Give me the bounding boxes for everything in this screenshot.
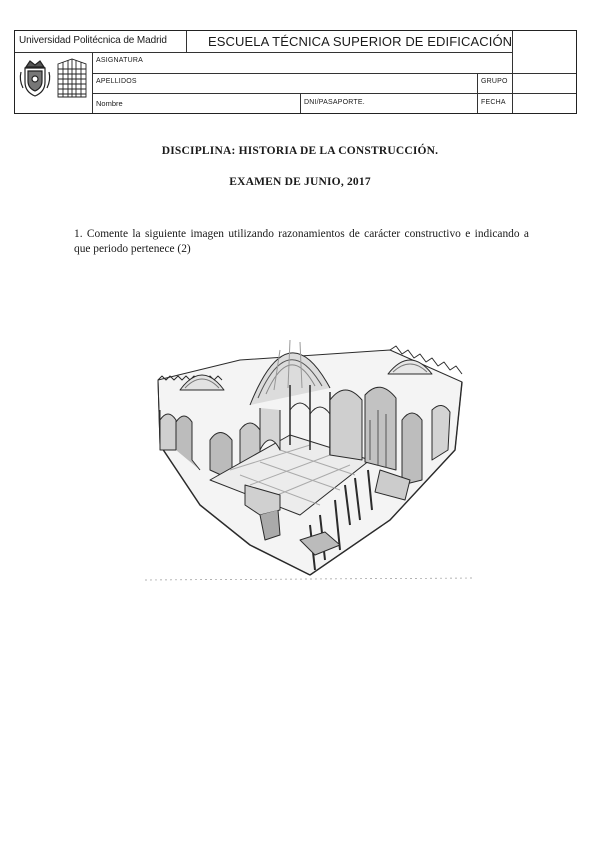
dni-label: DNI/PASAPORTE. [304,99,365,106]
question-1-text: 1. Comente la siguiente imagen utilizand… [74,228,529,255]
asignatura-label: ASIGNATURA [96,57,143,64]
school-building-icon [57,58,87,98]
divider [512,31,513,113]
discipline-title: DISCIPLINA: HISTORIA DE LA CONSTRUCCIÓN. [161,145,439,157]
university-name: Universidad Politécnica de Madrid [19,35,167,46]
divider [92,52,93,113]
nombre-label: Nombre [96,99,123,108]
divider [92,93,576,94]
apellidos-label: APELLIDOS [96,78,137,85]
university-crest-icon [19,60,51,97]
exam-header-table: Universidad Politécnica de Madrid ESCUEL… [14,30,577,114]
school-name: ESCUELA TÉCNICA SUPERIOR DE EDIFICACIÓN [208,34,513,49]
architectural-axonometric-illustration [144,339,476,581]
divider [186,31,187,52]
grupo-label: GRUPO [481,78,508,85]
divider [15,52,512,53]
fecha-label: FECHA [481,99,506,106]
exam-session-title: EXAMEN DE JUNIO, 2017 [229,176,371,188]
divider [92,73,576,74]
divider [300,93,301,113]
